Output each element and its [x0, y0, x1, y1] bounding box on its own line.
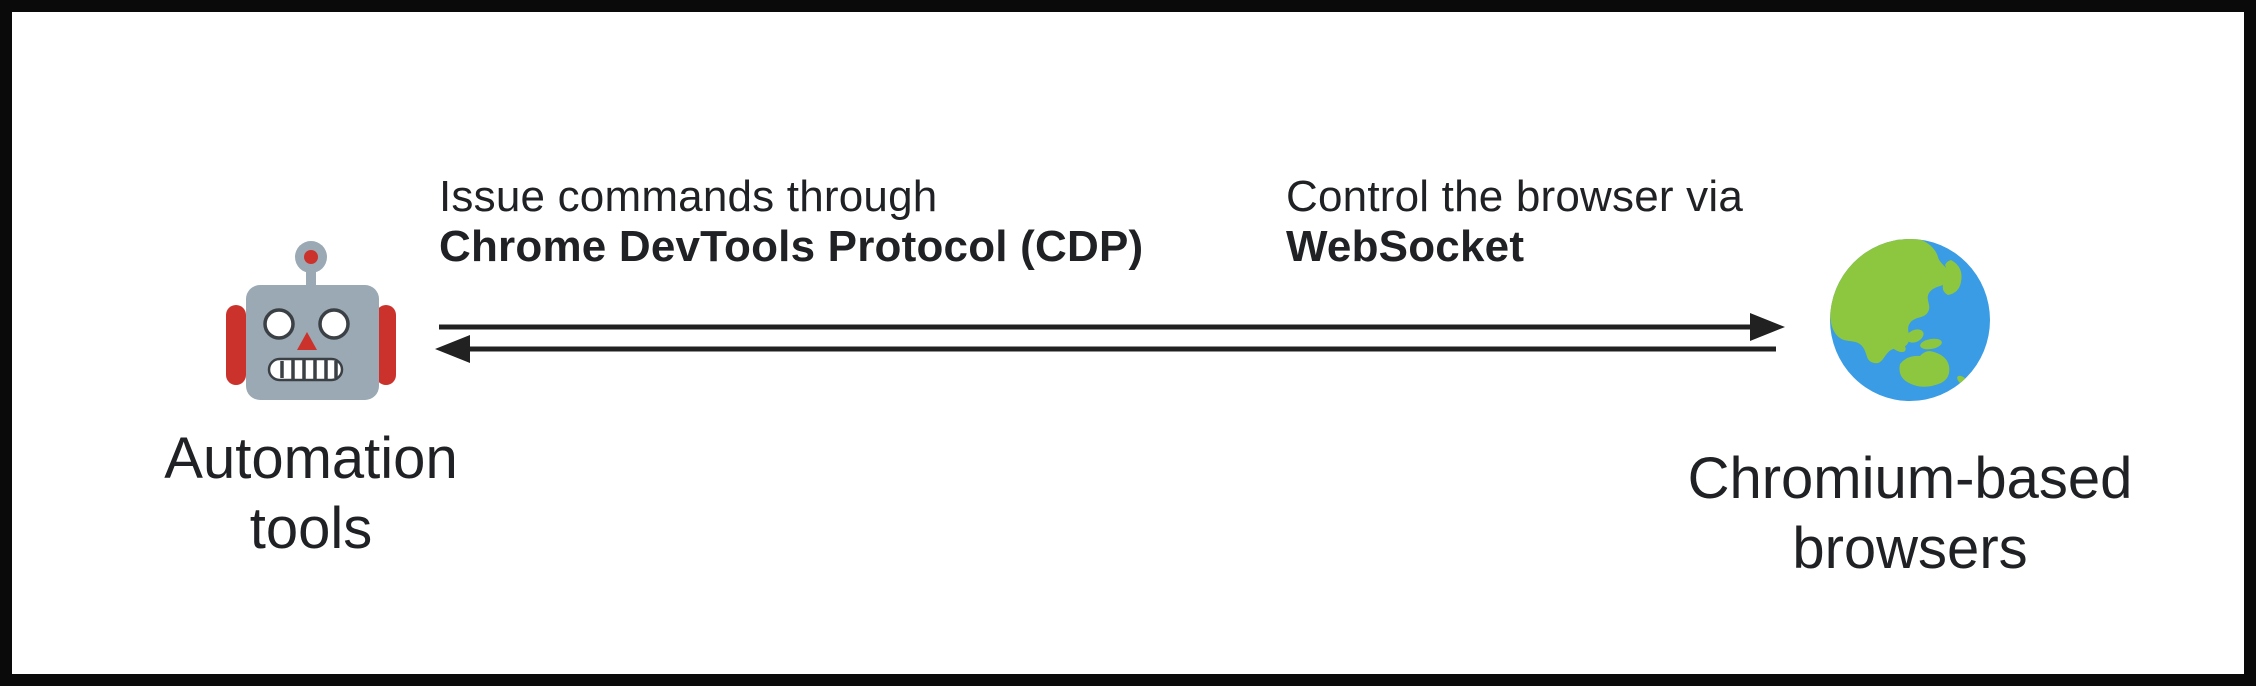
automation-tools-label-line1: Automation [164, 426, 458, 491]
websocket-caption: Control the browser via WebSocket [1286, 172, 1743, 272]
robot-icon [226, 241, 396, 400]
arrow-right-to-left [435, 335, 1776, 363]
chromium-browsers-node: Chromium-based browsers [1660, 238, 2160, 584]
automation-tools-label: Automation tools [164, 424, 457, 564]
automation-tools-label-line2: tools [249, 496, 373, 561]
chromium-browsers-label: Chromium-based browsers [1688, 444, 2133, 584]
cdp-caption-line2: Chrome DevTools Protocol (CDP) [439, 222, 1144, 271]
websocket-caption-line1: Control the browser via [1286, 172, 1744, 221]
websocket-caption-line2: WebSocket [1286, 222, 1525, 271]
arrow-left-to-right [439, 313, 1785, 341]
automation-tools-node: Automation tools [111, 240, 511, 564]
cdp-caption-line1: Issue commands through [439, 172, 938, 221]
chromium-browsers-label-line2: browsers [1792, 516, 2028, 581]
chromium-browsers-label-line1: Chromium-based [1687, 446, 2133, 511]
cdp-caption: Issue commands through Chrome DevTools P… [439, 172, 1143, 272]
globe-icon [1830, 239, 1990, 401]
